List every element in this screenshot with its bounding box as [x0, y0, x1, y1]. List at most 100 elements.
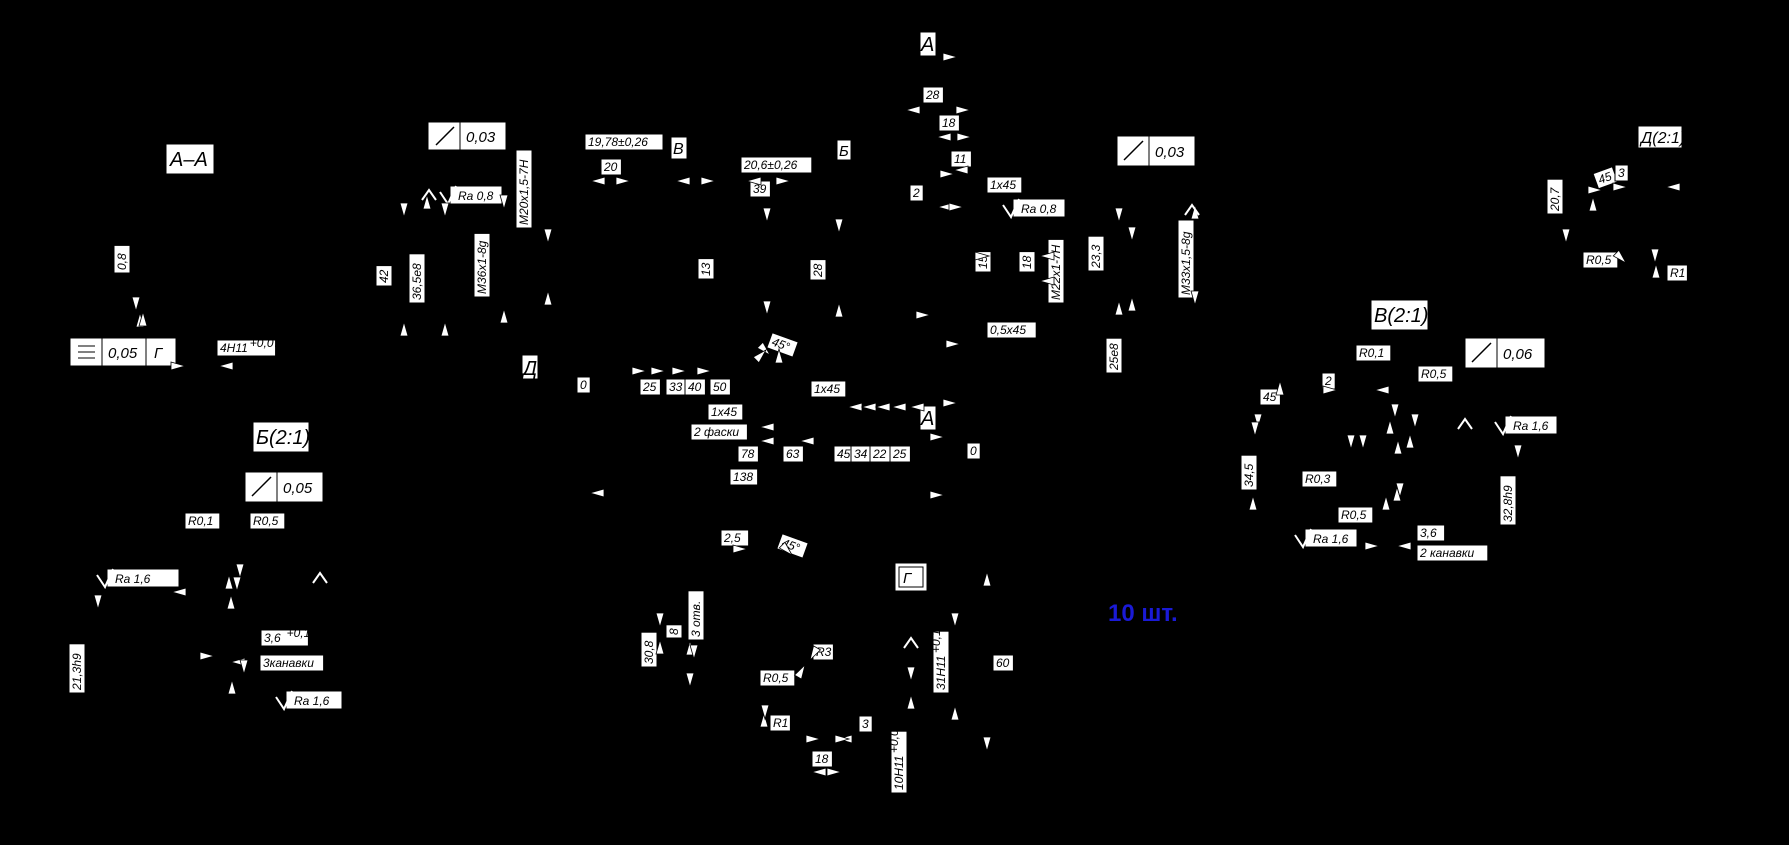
- dimension-label: R0,5: [249, 512, 286, 530]
- dimension-value: 28: [811, 263, 825, 278]
- svg-text:Д(2:1): Д(2:1): [1639, 130, 1685, 147]
- svg-text:А–А: А–А: [169, 149, 208, 171]
- dimension-label: 1x45: [810, 380, 847, 398]
- dimension-arrowhead: [1038, 276, 1055, 286]
- datum-letter-g: Г: [894, 562, 928, 592]
- dimension-arrowhead: [774, 347, 784, 364]
- dimension-arrowhead: [1346, 434, 1356, 451]
- watermark-line: .com: [1059, 101, 1096, 118]
- dimension-value: 31H11: [934, 656, 948, 690]
- dimension-value: 22: [872, 447, 887, 461]
- dimension-arrowhead: [798, 436, 815, 446]
- watermark-line: market: [1465, 81, 1521, 100]
- dimension-value: 3: [1618, 166, 1625, 180]
- dimension-value: R0,5: [1341, 508, 1367, 522]
- dimension-arrowhead: [956, 132, 973, 142]
- roughness-value: Ra 1,6: [294, 694, 330, 708]
- dimension-label: 18: [811, 750, 833, 768]
- dimension-label: 45: [1259, 388, 1281, 406]
- watermark-line: prom—: [667, 743, 723, 760]
- dimension-arrowhead: [1651, 262, 1661, 279]
- roughness-value: Ra 0,8: [458, 189, 494, 203]
- dimension-arrowhead: [1373, 385, 1390, 395]
- watermark-line: shop: [1313, 267, 1335, 277]
- dimension-value: R0,1: [188, 514, 213, 528]
- dimension-arrowhead: [955, 105, 972, 115]
- svg-text:Б: Б: [839, 143, 849, 160]
- dimension-value: 2,5: [723, 531, 741, 545]
- dimension-value: 8: [667, 628, 681, 635]
- watermark-line: .com: [1059, 439, 1096, 456]
- dimension-value: R0,5: [763, 671, 789, 685]
- dimension-label: 21,3h9: [68, 643, 86, 694]
- dimension-tolerance: +0,075: [250, 336, 287, 350]
- dimension-value: 4H11: [220, 341, 248, 355]
- watermark-line: .com: [1259, 264, 1296, 281]
- dimension-value: 21,3h9: [70, 653, 84, 691]
- dimension-arrowhead: [1405, 432, 1415, 449]
- watermark-line: shop: [1713, 267, 1735, 277]
- dimension-value: M36x1-8g: [475, 240, 489, 294]
- dimension-arrowhead: [1664, 182, 1681, 192]
- dimension-label: 78: [737, 445, 759, 463]
- dimension-arrowhead: [762, 207, 772, 224]
- watermark-line: shop: [913, 267, 935, 277]
- dimension-label: R0,1: [184, 512, 221, 530]
- dimension-label: R0,1: [1355, 344, 1392, 362]
- watermark-line: prom—: [667, 65, 723, 82]
- dimension-arrowhead: [826, 767, 843, 777]
- watermark-line: market: [465, 584, 521, 603]
- dimension-value: 28: [925, 88, 940, 102]
- dimension-value: 50: [713, 380, 727, 394]
- dimension-arrowhead: [232, 576, 242, 593]
- watermark-line: .com: [259, 101, 296, 118]
- watermark-line: shop: [713, 782, 735, 792]
- dimension-arrowhead: [982, 570, 992, 587]
- dimension-value: 34,5: [1242, 463, 1256, 487]
- dimension-arrowhead: [655, 612, 665, 629]
- dimension-arrowhead: [810, 767, 827, 777]
- section-letter-b: Б: [836, 139, 852, 161]
- dimension-value: 63: [786, 447, 800, 461]
- dimension-arrowhead: [1127, 295, 1137, 312]
- svg-text:0,05: 0,05: [283, 480, 313, 497]
- watermark-line: shop: [513, 607, 535, 617]
- watermark-line: market: [1665, 244, 1721, 263]
- watermark-line: prom—: [1067, 403, 1123, 420]
- dimension-arrowhead: [422, 193, 432, 210]
- watermark-line: prom—: [1667, 228, 1723, 245]
- dimension-arrowhead: [793, 663, 806, 680]
- dimension-label: 3,6: [1416, 524, 1446, 542]
- dimension-arrowhead: [1114, 207, 1124, 224]
- dimension-value: 25e8: [1107, 343, 1121, 371]
- dimension-value: 33: [669, 380, 683, 394]
- watermark-line: .com: [1459, 101, 1496, 118]
- dimension-value: 3,6: [264, 631, 281, 645]
- dimension-value: R0,5: [1586, 253, 1612, 267]
- dimension-label: 2 фаски: [690, 423, 748, 441]
- dimension-label: 28: [809, 259, 827, 281]
- dimension-value: 42: [377, 269, 391, 283]
- watermark-line: .com: [859, 264, 896, 281]
- svg-text:0,03: 0,03: [1155, 144, 1185, 161]
- dimension-arrowhead: [982, 736, 992, 753]
- dimension-label: M36x1-8g: [473, 232, 491, 298]
- dimension-label: 0: [576, 376, 591, 394]
- dimension-arrowhead: [1395, 482, 1405, 499]
- dimension-value: 1x45: [814, 382, 840, 396]
- dimension-arrowhead: [805, 734, 822, 744]
- dimension-arrowhead: [1385, 418, 1395, 435]
- section-label-v21: В(2:1): [1370, 299, 1429, 331]
- dimension-label: 3: [858, 715, 873, 733]
- dimension-label: R3: [812, 643, 834, 661]
- dimension-arrowhead: [138, 310, 148, 327]
- dimension-value: 32,8h9: [1501, 485, 1515, 522]
- dimension-arrowhead: [1250, 421, 1260, 438]
- dimension-arrowhead: [834, 301, 844, 318]
- watermark-line: shop: [1313, 607, 1335, 617]
